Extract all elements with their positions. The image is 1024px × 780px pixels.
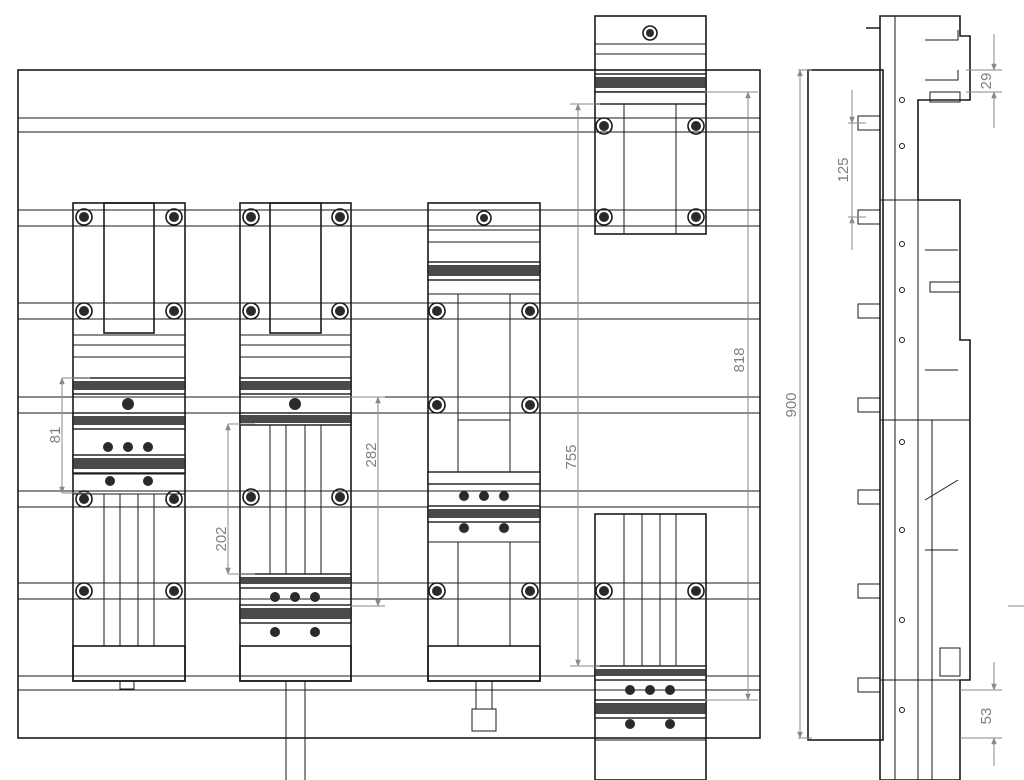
vise-column-1 [72,202,186,690]
dim-818-label: 818 [731,347,748,372]
dim-900-label: 900 [783,392,800,417]
base-plate [17,69,761,739]
dim-29-label: 29 [978,73,995,90]
dim-53-label: 53 [978,708,995,725]
vise-column-2 [239,202,352,780]
vise-column-4-bottom [594,513,707,780]
dim-125-label: 125 [835,157,852,182]
side-view [807,15,971,780]
vise-column-4-top [594,15,707,235]
rails [18,209,760,600]
dim-755-label: 755 [563,444,580,469]
vise-column-3 [427,202,541,732]
dim-202-label: 202 [213,526,230,551]
dim-81-label: 81 [47,427,64,444]
dim-282-label: 282 [363,442,380,467]
